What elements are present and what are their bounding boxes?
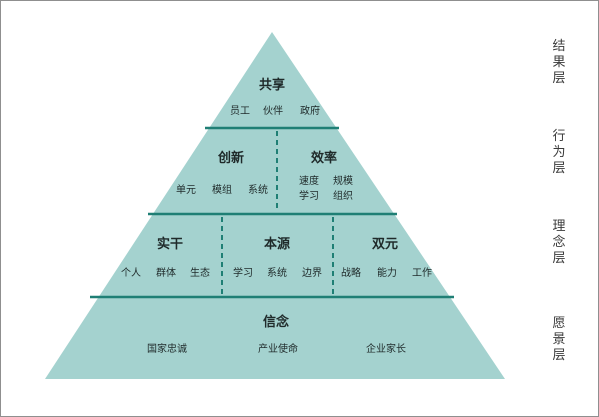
layer-char: 景 bbox=[552, 332, 565, 347]
tier2-left-item: 模组 bbox=[212, 183, 232, 196]
layer-char: 理 bbox=[552, 219, 565, 234]
layer-char: 念 bbox=[552, 234, 565, 250]
tier3-middle-title: 本源 bbox=[264, 236, 290, 252]
layer-char: 果 bbox=[552, 55, 565, 70]
base-title: 信念 bbox=[263, 314, 289, 330]
layer-label-result: 结 果 层 bbox=[552, 39, 565, 86]
layer-char: 愿 bbox=[552, 316, 565, 331]
tier3-left-title: 实干 bbox=[157, 236, 183, 252]
layer-label-concept: 理 念 层 bbox=[552, 219, 565, 266]
tier3-right-title: 双元 bbox=[372, 237, 398, 252]
layer-char: 行 bbox=[552, 129, 565, 144]
layer-label-vision: 愿 景 层 bbox=[552, 316, 565, 363]
layer-char: 为 bbox=[552, 145, 565, 160]
tier3-left-item: 群体 bbox=[156, 266, 176, 279]
base-item: 产业使命 bbox=[258, 342, 298, 355]
tier2-right-title: 效率 bbox=[311, 150, 337, 166]
tier3-left-item: 生态 bbox=[190, 266, 210, 279]
top-title: 共享 bbox=[259, 77, 285, 93]
tier2-right-item: 速度 bbox=[299, 174, 319, 187]
tier3-right-item: 战略 bbox=[341, 266, 361, 279]
layer-label-behavior: 行 为 层 bbox=[552, 129, 565, 176]
tier3-middle-item: 系统 bbox=[267, 266, 287, 279]
pyramid-shape bbox=[45, 32, 505, 379]
layer-char: 结 bbox=[552, 39, 565, 54]
base-item: 国家忠诚 bbox=[147, 342, 187, 355]
tier3-left-item: 个人 bbox=[121, 267, 141, 279]
tier2-left-item: 系统 bbox=[248, 183, 268, 196]
tier3-middle-item: 学习 bbox=[233, 266, 253, 279]
top-item: 政府 bbox=[300, 104, 320, 117]
layer-char: 层 bbox=[552, 251, 565, 266]
tier2-right-item: 规模 bbox=[333, 174, 353, 187]
tier2-left-title: 创新 bbox=[217, 150, 244, 166]
tier3-right-item: 工作 bbox=[412, 267, 432, 279]
top-item: 员工 bbox=[230, 105, 250, 117]
layer-char: 层 bbox=[552, 71, 565, 86]
tier3-right-item: 能力 bbox=[377, 266, 397, 279]
tier2-left-item: 单元 bbox=[176, 184, 196, 196]
layer-char: 层 bbox=[552, 161, 565, 176]
base-item: 企业家长 bbox=[366, 342, 406, 355]
tier2-right-item: 学习 bbox=[299, 189, 319, 202]
top-item: 伙伴 bbox=[263, 104, 283, 117]
tier2-right-item: 组织 bbox=[333, 189, 353, 202]
tier3-middle-item: 边界 bbox=[302, 267, 322, 279]
layer-char: 层 bbox=[552, 348, 565, 363]
